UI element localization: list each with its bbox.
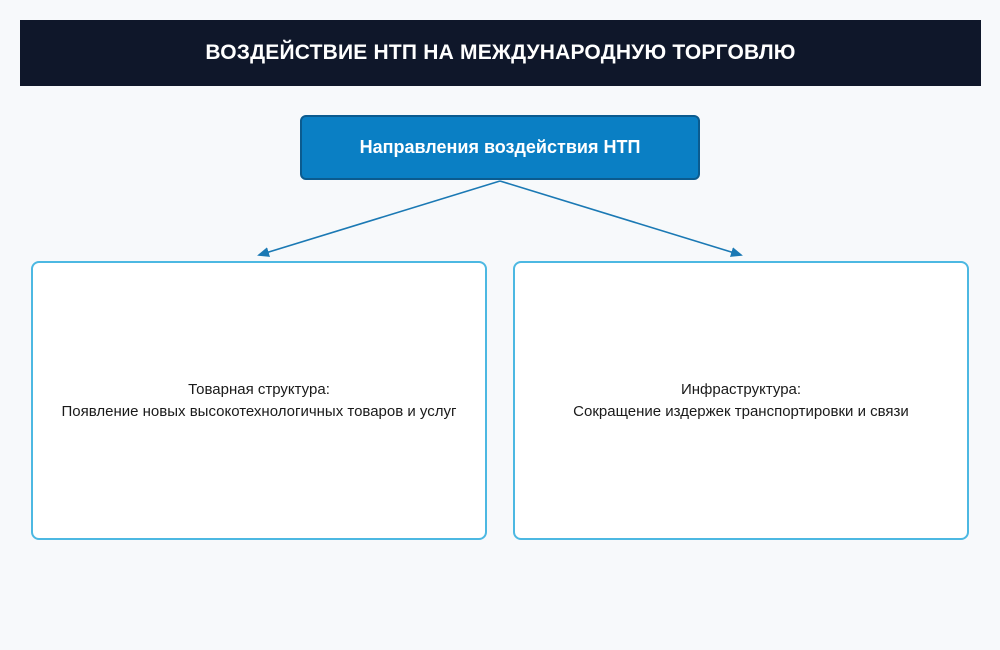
connector-left (257, 180, 501, 257)
root-node-label: Направления воздействия НТП (359, 137, 641, 157)
child-node-infrastructure: Инфраструктура: Сокращение издержек тран… (513, 261, 969, 540)
child-node-description: Появление новых высокотехнологичных това… (61, 402, 457, 420)
connector-right (499, 180, 743, 257)
root-node: Направления воздействия НТП (300, 115, 700, 180)
child-node-description: Сокращение издержек транспортировки и св… (573, 402, 909, 420)
child-node-title: Товарная структура: (188, 380, 330, 398)
diagram-title: ВОЗДЕЙСТВИЕ НТП НА МЕЖДУНАРОДНУЮ ТОРГОВЛ… (205, 41, 796, 64)
child-node-title: Инфраструктура: (680, 380, 802, 398)
diagram-header: ВОЗДЕЙСТВИЕ НТП НА МЕЖДУНАРОДНУЮ ТОРГОВЛ… (20, 20, 981, 86)
child-node-trade-structure: Товарная структура: Появление новых высо… (31, 261, 487, 540)
